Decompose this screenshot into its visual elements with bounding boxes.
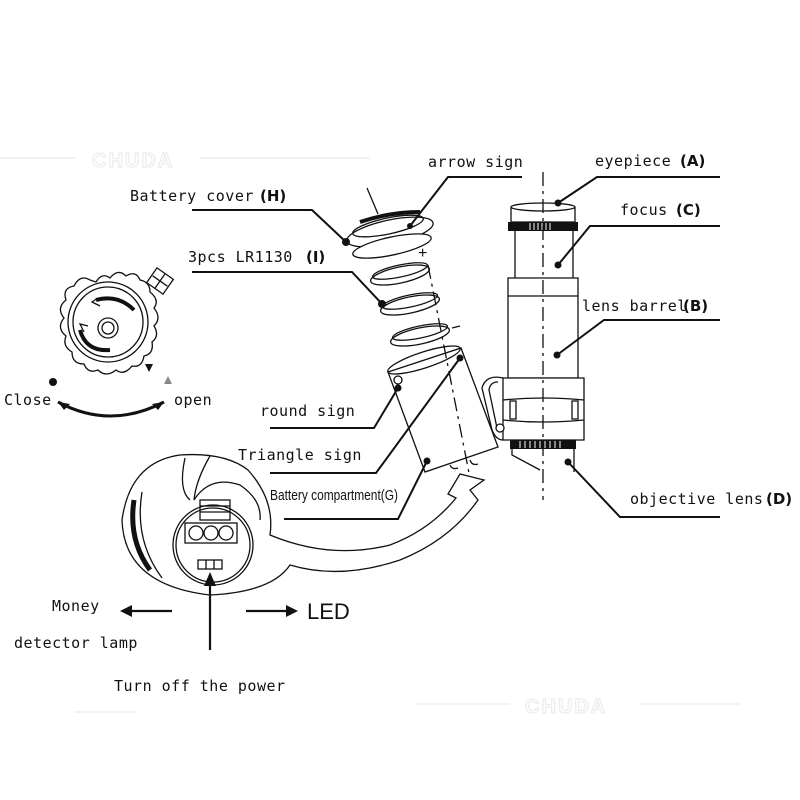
watermark-text: CHUDA — [525, 696, 607, 718]
lid-dial — [59, 266, 175, 375]
power-arrow-icon — [204, 572, 216, 650]
led-arrow-icon — [246, 605, 298, 617]
watermark-top: CHUDA — [0, 149, 370, 173]
close-label: Close — [4, 391, 52, 409]
arrow-sign-label: arrow sign — [428, 153, 523, 171]
eyepiece-label: eyepiece — [595, 152, 671, 170]
detector-lamp-label: detector lamp — [14, 634, 138, 652]
turn-off-power-label: Turn off the power — [114, 677, 286, 695]
money-label: Money — [52, 597, 100, 615]
battery-compartment-label: Battery compartment(G) — [270, 487, 398, 504]
objective-lens-code: (D) — [766, 490, 792, 508]
battery-cover-label: Battery cover — [130, 187, 254, 205]
watermark-text: CHUDA — [92, 150, 174, 172]
battery-cover-code: (H) — [260, 187, 286, 205]
lens-barrel-label: lens barrel — [582, 297, 687, 315]
money-arrow-icon — [120, 605, 172, 617]
eyepiece-code: (A) — [680, 152, 705, 170]
lens-barrel-code: (B) — [683, 297, 708, 315]
close-dot-icon — [49, 378, 57, 386]
leader-lines — [192, 176, 720, 520]
microscope-tube — [481, 172, 585, 500]
watermark-bottom: CHUDA — [75, 695, 740, 719]
open-label: open — [174, 391, 212, 409]
battery-stack: + — [346, 187, 499, 479]
triangle-sign-label: Triangle sign — [238, 446, 362, 464]
led-label: LED — [307, 599, 350, 624]
open-triangle-icon — [164, 376, 172, 384]
rotate-arrow-icon — [57, 400, 165, 418]
objective-lens-label: objective lens — [630, 490, 763, 508]
svg-text:+: + — [418, 245, 427, 262]
focus-code: (C) — [676, 201, 701, 219]
batteries-label: 3pcs LR1130 — [188, 248, 293, 266]
focus-label: focus — [620, 201, 668, 219]
compartment-inset — [121, 453, 486, 596]
round-sign-label: round sign — [260, 402, 355, 420]
batteries-code: (I) — [306, 248, 325, 266]
